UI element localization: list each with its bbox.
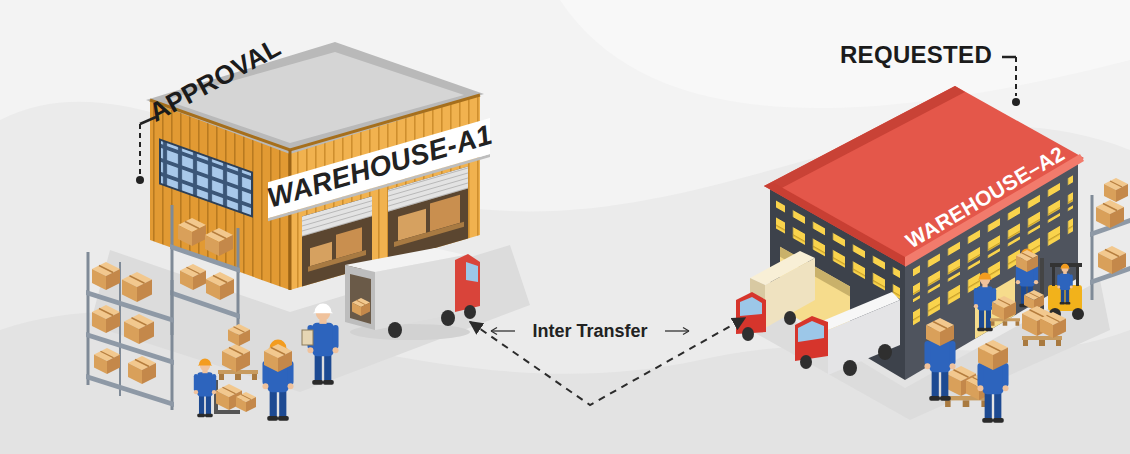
truck-a1 xyxy=(345,265,375,330)
trucks-a2 xyxy=(878,344,892,360)
workers-a2 xyxy=(992,296,1016,320)
workers-a2 xyxy=(1016,250,1038,272)
trucks-a2 xyxy=(828,300,900,375)
trucks-a2 xyxy=(843,360,857,376)
workers-a1 xyxy=(262,340,293,421)
direction-arrows xyxy=(683,328,689,335)
workers-a2 xyxy=(1040,312,1066,338)
trucks-a2 xyxy=(800,355,812,369)
leader-lines xyxy=(1015,57,1017,96)
storage-rack xyxy=(94,348,120,374)
workers-a1 xyxy=(222,344,250,372)
workers-a2 xyxy=(1072,308,1084,320)
truck-a1 xyxy=(466,262,478,282)
trucks-a2 xyxy=(750,251,815,285)
truck-a1 xyxy=(455,254,480,312)
storage-rack xyxy=(206,272,234,300)
storage-rack xyxy=(92,305,120,333)
warehouse-a1-illustration xyxy=(160,140,252,217)
trucks-a2 xyxy=(784,311,796,325)
warehouse-a2-illustration xyxy=(764,86,1084,266)
workers-a2 xyxy=(1104,178,1128,202)
warehouse-a2-illustration xyxy=(750,86,1110,420)
storage-rack xyxy=(87,252,90,385)
leader-lines xyxy=(139,124,141,174)
workers-a1 xyxy=(194,304,339,421)
truck-a1 xyxy=(345,248,480,340)
truck-a1 xyxy=(350,274,371,324)
truck-a1 xyxy=(464,305,476,319)
workers-a2 xyxy=(1098,246,1126,274)
warehouse-sign: WAREHOUSE-A1 xyxy=(264,120,496,214)
trucks-a2 xyxy=(798,321,824,342)
direction-arrows xyxy=(491,328,497,335)
leader-lines xyxy=(1002,56,1016,59)
storage-rack xyxy=(178,218,206,246)
workers-a2 xyxy=(1096,200,1124,228)
storage-rack xyxy=(122,272,152,302)
leader-lines xyxy=(136,57,1020,184)
warehouse-sign: WAREHOUSE–A2 xyxy=(902,141,1069,252)
direction-arrows xyxy=(491,330,515,331)
leader-lines xyxy=(136,176,144,184)
workers-a1 xyxy=(214,410,240,414)
edge-label: Inter Transfer xyxy=(532,321,647,342)
workers-a2 xyxy=(1022,336,1062,346)
storage-rack xyxy=(205,228,233,256)
direction-arrows xyxy=(665,330,689,331)
storage-rack xyxy=(128,356,156,384)
storage-rack xyxy=(86,205,240,410)
storage-rack xyxy=(86,374,174,407)
workers-a1 xyxy=(302,330,313,345)
warehouse-a2-illustration xyxy=(764,183,905,266)
trucks-a2 xyxy=(742,327,754,341)
workers-a1 xyxy=(194,359,216,418)
callout-label: APPROVAL xyxy=(144,33,285,127)
warehouse-a2-illustration xyxy=(905,154,1084,267)
truck-a1 xyxy=(441,310,455,326)
truck-a1 xyxy=(352,298,370,316)
workers-a2 xyxy=(978,340,1008,370)
workers-a1 xyxy=(236,392,256,412)
warehouse-a1-illustration xyxy=(160,140,252,217)
warehouse-node: REQUESTED WAREHOUSE–A2 xyxy=(745,35,1130,445)
warehouse-a2-illustration xyxy=(764,86,965,191)
callout-label: REQUESTED xyxy=(840,42,992,68)
trucks-a2 xyxy=(736,251,900,376)
workers-a1 xyxy=(228,324,250,346)
trucks-a2 xyxy=(795,316,828,361)
workers-a2 xyxy=(926,318,954,346)
warehouse-a1-illustration xyxy=(394,222,464,247)
background xyxy=(560,0,1130,108)
leader-lines xyxy=(1012,98,1020,106)
warehouse-a1-illustration xyxy=(289,150,292,290)
workers-a2 xyxy=(1057,264,1073,305)
truck-a1 xyxy=(375,255,465,330)
storage-rack xyxy=(92,262,120,290)
warehouse-node: APPROVALWAREHOUSE-A1 xyxy=(85,15,470,440)
storage-rack xyxy=(124,314,154,344)
warehouse-a1-illustration xyxy=(90,245,530,392)
workers-a2 xyxy=(1024,290,1044,310)
trucks-a2 xyxy=(736,292,766,334)
storage-rack xyxy=(180,264,206,290)
workers-a2 xyxy=(1076,266,1079,286)
workers-a1 xyxy=(264,344,292,372)
transfer-connector xyxy=(470,318,745,405)
storage-rack xyxy=(171,280,174,410)
trucks-a2 xyxy=(740,297,762,316)
truck-a1 xyxy=(388,322,402,338)
workers-a2 xyxy=(1052,266,1055,286)
workers-a1 xyxy=(218,370,258,380)
